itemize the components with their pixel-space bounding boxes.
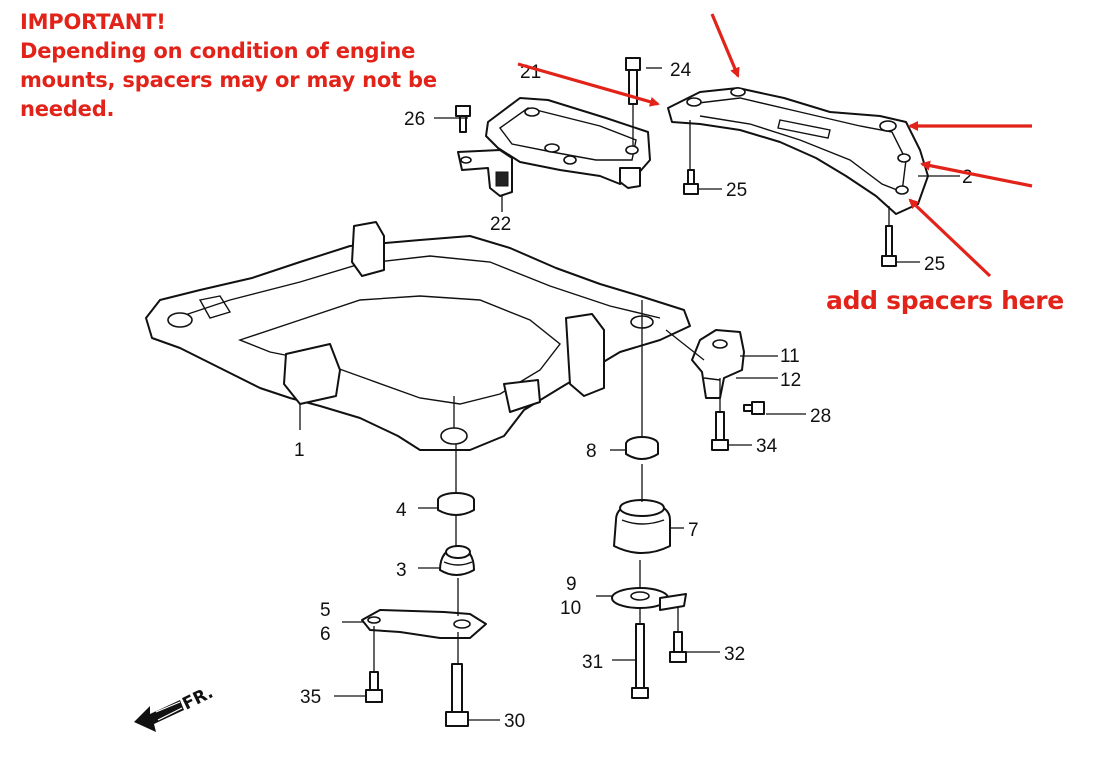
direction-label: FR.: [179, 683, 216, 715]
notice-line-3: mounts, spacers may or may not be: [20, 68, 437, 92]
callout-25-upper: 25: [726, 180, 747, 201]
callout-30: 30: [504, 711, 525, 732]
bolt-35: [365, 671, 383, 703]
bracket-22: [457, 149, 513, 197]
callout-10: 10: [560, 598, 581, 619]
callout-24: 24: [670, 60, 692, 81]
stopper-8: [625, 436, 659, 460]
callout-25-lower: 25: [924, 254, 945, 275]
red-arrow-to-side-hole: [920, 160, 1033, 188]
callout-28: 28: [810, 406, 831, 427]
bolt-31: [631, 623, 649, 699]
red-arrow-to-top-hole: [710, 13, 740, 78]
leader-lines: [299, 67, 960, 721]
plate-9-10: [611, 587, 687, 611]
bushing-7: [613, 499, 671, 554]
red-arrow-to-lower-hole: [908, 198, 992, 278]
bushing-3: [439, 545, 475, 576]
callout-8: 8: [586, 441, 597, 462]
bracket-11-12: [691, 329, 745, 399]
red-annotation-arrows: [517, 13, 1033, 278]
callout-12: 12: [780, 370, 801, 391]
bolt-25-lower: [881, 225, 897, 267]
callout-5: 5: [320, 600, 331, 621]
arrow-left-icon: [134, 700, 184, 732]
bolt-26: [455, 105, 471, 133]
notice-line-2: Depending on condition of engine: [20, 39, 416, 63]
callout-3: 3: [396, 560, 407, 581]
bolt-28: [743, 401, 765, 415]
front-crossmember-2: [667, 87, 929, 215]
important-notice: IMPORTANT! Depending on condition of eng…: [20, 8, 460, 124]
callout-7: 7: [688, 520, 699, 541]
callout-34: 34: [756, 436, 778, 457]
bolt-34: [711, 411, 729, 451]
front-subframe-1: [145, 221, 691, 451]
arm-5-6: [361, 609, 487, 639]
callout-6: 6: [320, 624, 331, 645]
callout-numbers: 21 24 26 22 25 2 25 11 12 28 34 1 8 7 9 …: [294, 60, 973, 732]
bolt-32: [669, 631, 687, 663]
notice-line-4: needed.: [20, 97, 115, 121]
front-direction-indicator: FR.: [134, 683, 216, 732]
stopper-4: [437, 492, 475, 516]
bolt-30: [445, 663, 469, 727]
callout-2: 2: [962, 167, 973, 188]
callout-26: 26: [404, 109, 425, 130]
bolt-25-upper: [683, 169, 699, 195]
callout-31: 31: [582, 652, 603, 673]
notice-heading: IMPORTANT!: [20, 10, 166, 34]
callout-9: 9: [566, 574, 577, 595]
spacer-note: add spacers here: [826, 286, 1064, 315]
callout-32: 32: [724, 644, 745, 665]
red-arrow-to-rear-mount: [517, 62, 660, 107]
callout-1: 1: [294, 440, 305, 461]
callout-35: 35: [300, 687, 321, 708]
callout-4: 4: [396, 500, 407, 521]
callout-22: 22: [490, 214, 511, 235]
callout-11: 11: [780, 346, 800, 367]
